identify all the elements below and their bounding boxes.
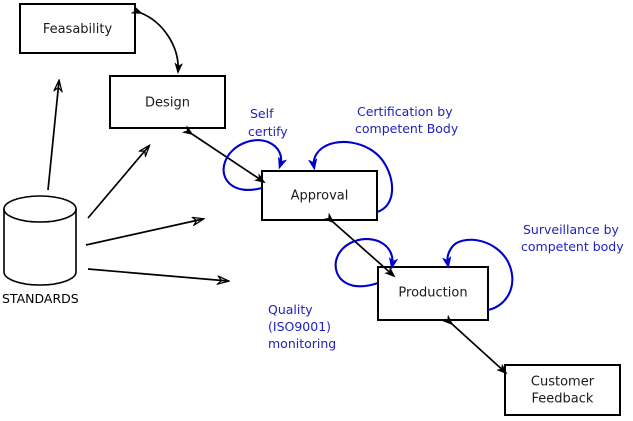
loop-surveillance-competent-body	[447, 238, 514, 312]
edge-standards-feasability	[47, 81, 59, 191]
node-approval-box	[261, 170, 378, 221]
cylinder-top	[3, 195, 77, 223]
annotation-self-certify-line2: certify	[248, 124, 288, 139]
annotation-surveillance-line1: Surveillance by	[523, 222, 620, 237]
node-design[interactable]: Design	[109, 75, 226, 129]
loop-self-certify	[222, 139, 282, 191]
annotation-certification-competent-body: Certification by competent Body	[355, 104, 459, 136]
node-production-label: Production	[398, 286, 467, 301]
edge-design-approval	[192, 134, 264, 182]
node-production[interactable]: Production	[377, 266, 489, 321]
node-production-box	[377, 266, 489, 321]
node-customer-feedback-label-line1: Customer	[531, 375, 595, 390]
node-customer-feedback[interactable]: Customer Feedback	[504, 364, 621, 416]
node-design-box	[109, 75, 226, 129]
node-approval-label: Approval	[291, 189, 349, 204]
edge-standards-production	[87, 268, 228, 281]
loop-quality-monitoring	[334, 238, 393, 288]
edge-standards-approval	[85, 219, 203, 246]
edge-standards-design	[87, 146, 149, 219]
node-customer-feedback-box	[504, 364, 621, 416]
node-feasability[interactable]: Feasability	[19, 3, 136, 54]
annotation-surveillance-line2: competent body	[521, 239, 624, 254]
annotation-quality-line3: monitoring	[268, 336, 336, 351]
node-customer-feedback-label-line2: Feedback	[532, 392, 594, 407]
annotation-certification-line1: Certification by	[357, 104, 453, 119]
node-design-label: Design	[145, 96, 190, 111]
cylinder-body	[3, 208, 77, 286]
annotation-certification-line2: competent Body	[355, 121, 459, 136]
annotation-quality-line2: (ISO9001)	[268, 319, 331, 334]
node-feasability-label: Feasability	[43, 22, 113, 37]
annotation-quality-line1: Quality	[268, 302, 313, 317]
node-standards-label: STANDARDS	[2, 291, 79, 306]
edge-approval-production	[333, 222, 394, 276]
annotation-self-certify-line1: Self	[250, 106, 274, 121]
node-standards[interactable]: STANDARDS	[2, 195, 79, 306]
node-approval[interactable]: Approval	[261, 170, 378, 221]
edge-feasability-design	[141, 13, 178, 72]
annotation-quality-monitoring: Quality (ISO9001) monitoring	[268, 302, 336, 351]
edge-production-customer-feedback	[452, 324, 506, 373]
annotation-surveillance-competent-body: Surveillance by competent body	[521, 222, 624, 254]
annotation-self-certify: Self certify	[248, 106, 288, 139]
loop-certification-competent-body	[314, 141, 394, 214]
